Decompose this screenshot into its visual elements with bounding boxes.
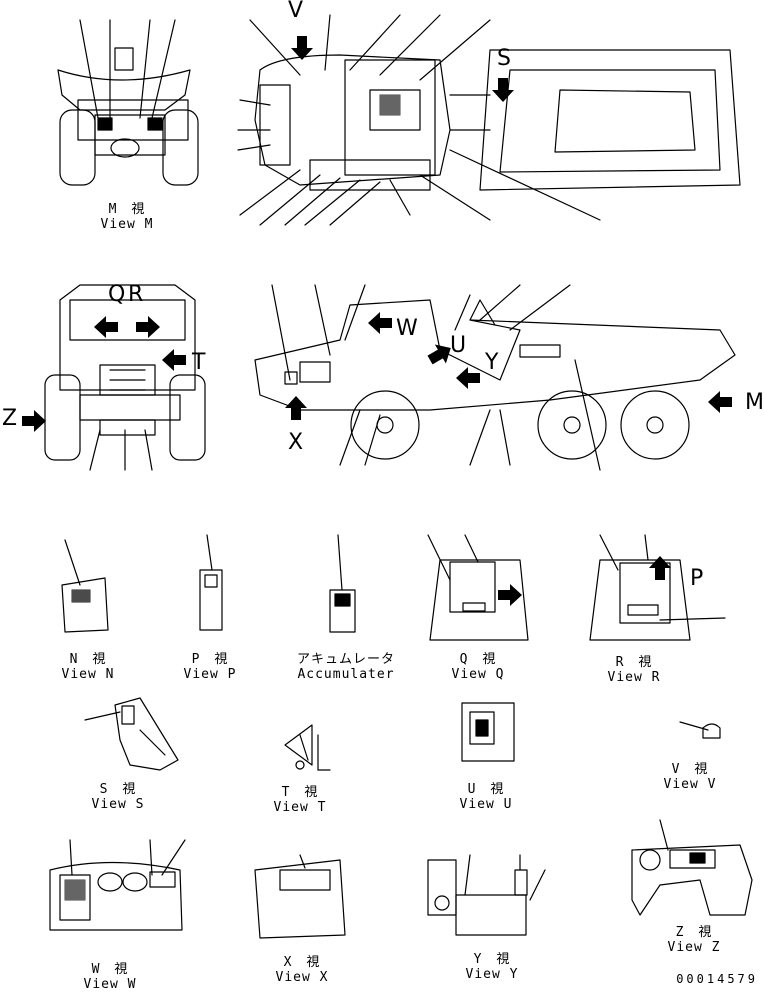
marker-m: M (745, 390, 764, 415)
caption-en: View N (61, 667, 115, 682)
marker-x: X (288, 430, 304, 455)
caption-jp: V 視 (671, 762, 709, 777)
caption-en: View X (275, 970, 329, 985)
view-n-drawing (61, 539, 109, 633)
caption-jp: M 視 (108, 202, 146, 217)
caption-view-t: T 視 View T (274, 785, 327, 815)
caption-view-q: Q 視 View Q (452, 652, 505, 682)
caption-en: View Q (451, 667, 505, 682)
marker-u: U (450, 333, 467, 358)
caption-jp: P 視 (191, 652, 229, 667)
side-view-drawing (254, 284, 736, 471)
marker-q: Q (108, 282, 126, 307)
caption-jp: アキュムレータ (296, 652, 396, 667)
caption-jp: R 視 (615, 655, 653, 670)
caption-view-z: Z 視 View Z (668, 925, 721, 955)
caption-en: Accumulater (297, 667, 395, 682)
caption-jp: W 視 (91, 962, 129, 977)
caption-jp: S 視 (99, 782, 137, 797)
caption-jp: X 視 (283, 955, 321, 970)
caption-view-s: S 視 View S (92, 782, 145, 812)
view-p-drawing (199, 534, 223, 631)
view-w-drawing (49, 839, 186, 931)
caption-accumulater: アキュムレータ Accumulater (297, 652, 395, 682)
caption-view-x: X 視 View X (276, 955, 329, 985)
marker-p: P (690, 566, 704, 591)
marker-z: Z (2, 406, 18, 431)
caption-view-r: R 視 View R (608, 655, 661, 685)
caption-en: View V (663, 777, 717, 792)
caption-jp: Q 視 (459, 652, 497, 667)
view-q-drawing (427, 534, 529, 641)
caption-view-u: U 視 View U (460, 782, 513, 812)
caption-jp: Z 視 (675, 925, 713, 940)
marker-r: R (128, 282, 144, 307)
view-u-drawing (461, 702, 515, 762)
caption-en: View R (607, 670, 661, 685)
caption-view-m: M 視 View M (101, 202, 154, 232)
front-view-drawing (21, 284, 206, 471)
view-v-drawing (679, 721, 721, 739)
document-number: 00014579 (676, 972, 758, 986)
caption-en: View W (83, 977, 137, 992)
view-m-drawing (57, 19, 199, 186)
view-t-drawing (284, 724, 331, 771)
caption-en: View T (273, 800, 327, 815)
caption-en: View S (91, 797, 145, 812)
caption-jp: N 視 (69, 652, 107, 667)
caption-jp: U 視 (467, 782, 505, 797)
top-view-drawing (237, 14, 741, 226)
marker-v: V (288, 0, 304, 23)
caption-view-p: P 視 View P (184, 652, 237, 682)
caption-view-v: V 視 View V (664, 762, 717, 792)
view-y-drawing (427, 854, 546, 936)
caption-jp: Y 視 (473, 952, 511, 967)
marker-w: W (396, 316, 418, 341)
caption-en: View M (100, 217, 154, 232)
caption-en: View Y (465, 967, 519, 982)
caption-view-y: Y 視 View Y (466, 952, 519, 982)
view-s-drawing (84, 697, 179, 771)
marker-s: S (497, 46, 511, 71)
caption-en: View Z (667, 940, 721, 955)
caption-en: View U (459, 797, 513, 812)
view-r-drawing (589, 534, 726, 641)
caption-view-n: N 視 View N (62, 652, 115, 682)
view-z-drawing (631, 819, 753, 916)
caption-jp: T 視 (281, 785, 319, 800)
caption-view-w: W 視 View W (84, 962, 137, 992)
caption-en: View P (183, 667, 237, 682)
accumulater-drawing (329, 534, 356, 633)
marker-y: Y (485, 350, 499, 375)
marker-t: T (192, 350, 206, 375)
view-x-drawing (254, 854, 346, 939)
